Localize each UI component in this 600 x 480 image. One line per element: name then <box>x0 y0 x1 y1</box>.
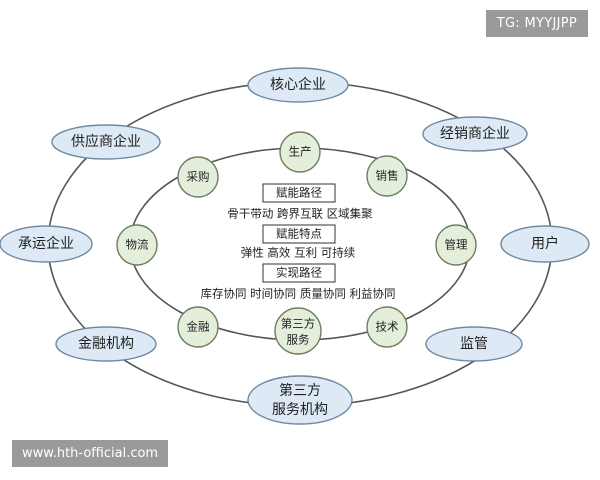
outer-node-distributor: 经销商企业 <box>422 116 528 152</box>
outer-node-finance-institution: 金融机构 <box>55 326 157 362</box>
third-party-institution-line1: 第三方 <box>279 382 321 399</box>
outer-node-user: 用户 <box>500 225 590 263</box>
outer-node-third-party-institution: 第三方 服务机构 <box>247 375 353 425</box>
third-party-service-line2: 服务 <box>287 333 310 347</box>
feature-heading-box: 赋能特点 <box>262 224 336 244</box>
impl-items: 库存协同 时间协同 质量协同 利益协同 <box>201 287 396 301</box>
watermark-top-right: TG: MYYJJPP <box>485 10 588 37</box>
path-heading: 赋能路径 <box>276 186 322 200</box>
distributor-label: 经销商企业 <box>440 125 510 142</box>
inner-node-third-party-service: 第三方 服务 <box>274 307 322 355</box>
inner-node-production: 生产 <box>279 131 321 173</box>
management-label: 管理 <box>445 238 468 252</box>
inner-node-management: 管理 <box>435 224 477 266</box>
path-items: 骨干带动 跨界互联 区域集聚 <box>227 207 373 221</box>
inner-node-procurement: 采购 <box>177 156 219 198</box>
third-party-institution-line2: 服务机构 <box>272 402 328 418</box>
core-enterprise-label: 核心企业 <box>270 76 326 93</box>
supervision-label: 监管 <box>460 336 488 352</box>
procurement-label: 采购 <box>187 170 210 184</box>
user-label: 用户 <box>531 235 559 252</box>
impl-heading-box: 实现路径 <box>262 263 336 283</box>
outer-node-supplier: 供应商企业 <box>51 124 161 160</box>
outer-node-supervision: 监管 <box>425 326 523 362</box>
feature-items: 弹性 高效 互利 可持续 <box>241 246 355 260</box>
watermark-bottom-left: www.hth-official.com <box>12 440 169 467</box>
impl-heading: 实现路径 <box>276 266 322 280</box>
inner-node-logistics: 物流 <box>116 224 158 266</box>
carrier-label: 承运企业 <box>18 235 74 252</box>
path-heading-box: 赋能路径 <box>262 183 336 203</box>
technology-label: 技术 <box>376 320 399 334</box>
inner-node-finance: 金融 <box>177 306 219 348</box>
logistics-label: 物流 <box>126 238 149 252</box>
production-label: 生产 <box>289 145 312 159</box>
supplier-label: 供应商企业 <box>71 133 141 150</box>
finance-label: 金融 <box>187 320 210 334</box>
third-party-service-line1: 第三方 <box>281 317 316 331</box>
outer-node-carrier: 承运企业 <box>0 225 93 263</box>
inner-node-sales: 销售 <box>366 155 408 197</box>
finance-institution-label: 金融机构 <box>78 336 134 352</box>
feature-heading: 赋能特点 <box>276 227 322 241</box>
inner-node-technology: 技术 <box>366 306 408 348</box>
outer-node-core-enterprise: 核心企业 <box>247 67 349 103</box>
sales-label: 销售 <box>376 169 399 183</box>
